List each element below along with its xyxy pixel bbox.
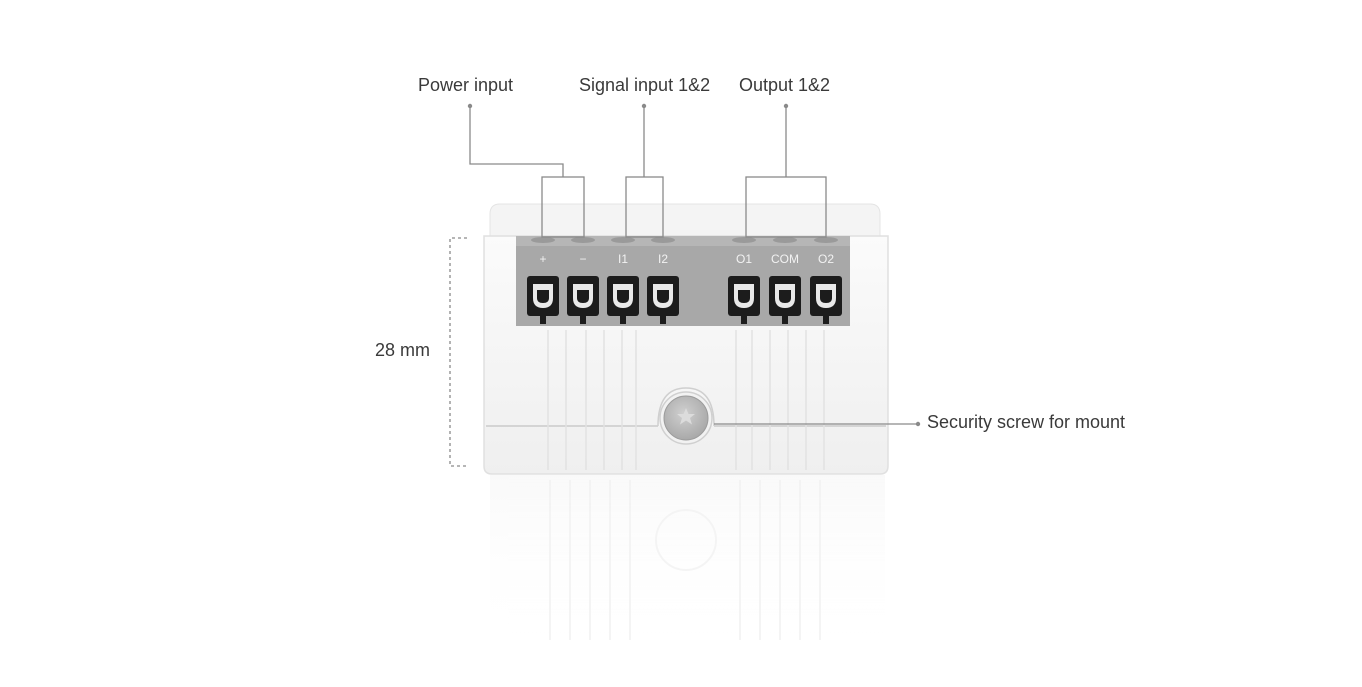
terminal-label-plus: + <box>539 252 547 266</box>
terminal-label-minus: − <box>579 252 587 266</box>
height-dimension-label: 28 mm <box>375 340 431 360</box>
terminal-label-o1: O1 <box>735 252 753 266</box>
device-reflection <box>490 475 885 645</box>
terminal-label-o2: O2 <box>817 252 835 266</box>
terminal-sockets <box>527 276 842 324</box>
output-label: Output 1&2 <box>739 75 831 95</box>
power-input-label: Power input <box>418 75 514 95</box>
terminal-label-i2: I2 <box>657 252 669 266</box>
star-screw-icon <box>657 387 715 445</box>
terminal-label-i1: I1 <box>617 252 629 266</box>
security-screw-label: Security screw for mount <box>927 412 1126 432</box>
signal-input-label: Signal input 1&2 <box>579 75 711 95</box>
body-ribs <box>547 330 825 470</box>
terminal-label-com: COM <box>771 252 799 266</box>
leader-lines <box>449 106 918 467</box>
